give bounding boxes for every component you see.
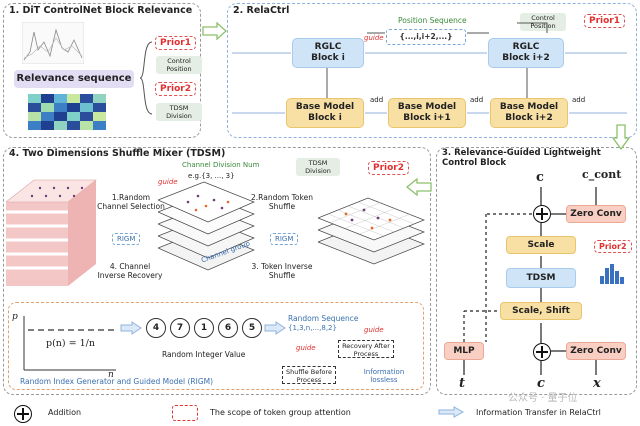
random-sequence-value: {1,3,n,...,8,2}	[288, 324, 337, 332]
rigm-label-1: RIGM	[112, 233, 141, 245]
legend-scope: The scope of token group attention	[210, 408, 351, 417]
panel1-prior2: Prior2	[155, 82, 197, 96]
base-block-i1: Base Model Block i+1	[388, 98, 466, 128]
input-c: c	[537, 376, 545, 391]
rigm-probability-plot	[23, 316, 116, 371]
base-block-i2: Base Model Block i+2	[490, 98, 568, 128]
panel-tdsm	[3, 147, 431, 395]
scale-shift-box: Scale, Shift	[500, 302, 582, 320]
panel4-guide-label: guide	[158, 178, 178, 186]
step4-label: 4. Channel Inverse Recovery	[97, 262, 163, 280]
add-label-1: add	[370, 96, 384, 104]
shuffled-grid	[318, 197, 425, 265]
input-t: t	[459, 376, 466, 391]
relevance-line-plot	[22, 22, 84, 64]
panel1-control-position-tag: Control Position	[156, 56, 202, 74]
rglc-block-i: RGLC Block i	[292, 38, 364, 68]
random-value-1: 4	[146, 318, 166, 338]
rigm-guide-1: guide	[364, 326, 384, 334]
panel3-title: 3. Relevance-Guided Lightweight Control …	[442, 148, 601, 168]
bottom-zero-conv: Zero Conv	[566, 342, 626, 360]
add-label-3: add	[572, 96, 586, 104]
panel4-title: 4. Two Dimensions Shuffle Mixer (TDSM)	[9, 148, 226, 159]
panel3-prior2: Prior2	[594, 240, 632, 253]
arrow-to-tdsm	[405, 178, 432, 196]
legend-transfer-arrow	[438, 406, 464, 418]
feature-cube	[6, 179, 97, 286]
base-block-i: Base Model Block i	[286, 98, 364, 128]
arrow-to-rglc-detail	[612, 124, 630, 150]
panel-rglc-block	[436, 147, 637, 395]
panel2-prior1: Prior1	[584, 14, 626, 28]
formula: p(n) = 1/n	[46, 338, 95, 349]
scale-box: Scale	[506, 236, 576, 254]
panel1-tdsm-division-tag: TDSM Division	[156, 103, 202, 121]
rigm-subpanel	[8, 302, 424, 390]
random-sequence-label: Random Sequence	[288, 314, 359, 323]
panel-relactrl	[227, 3, 637, 138]
step3-label: 3. Token Inverse Shuffle	[251, 262, 313, 280]
top-addition-icon	[533, 205, 551, 223]
rglc-connections	[463, 187, 597, 375]
sequence-value-box: {...,i,i+2,...}	[386, 29, 466, 45]
information-lossless-label: Information lossless	[363, 368, 405, 384]
output-c: c	[536, 170, 544, 185]
random-value-4: 6	[218, 318, 238, 338]
add-label-2: add	[470, 96, 484, 104]
random-value-5: 5	[242, 318, 262, 338]
bottom-addition-icon	[533, 343, 551, 361]
shuffle-before-box: Shuffle Before Process	[282, 366, 336, 384]
legend-addition: Addition	[48, 408, 82, 417]
position-sequence-label: Position Sequence	[398, 16, 467, 25]
legend-scope-swatch	[172, 405, 198, 421]
formula-n-axis: n	[108, 370, 114, 380]
panel2-guide-label: guide	[364, 34, 384, 42]
channel-division-example: e.g.{3, ..., 3}	[188, 172, 235, 180]
panel1-title: 1. DiT ControlNet Block Relevance	[9, 5, 193, 16]
histogram-icon	[600, 264, 624, 284]
panel4-tdsm-division-tag: TDSM Division	[296, 158, 340, 176]
legend-info-transfer: Information Transfer in RelaCtrl	[476, 408, 601, 417]
recovery-after-box: Recovery After Process	[338, 340, 394, 358]
rigm-guide-2: guide	[296, 344, 316, 352]
arrow-to-relactrl	[202, 22, 227, 40]
rglc-block-i2: RGLC Block i+2	[488, 38, 564, 68]
input-x: x	[593, 376, 601, 391]
panel2-control-position-tag: Control Position	[520, 13, 566, 31]
random-value-2: 7	[170, 318, 190, 338]
relevance-heatmap	[28, 94, 106, 130]
formula-p-axis: p	[12, 312, 18, 322]
arrow-to-random-sequence	[264, 321, 286, 335]
panel4-prior2: Prior2	[368, 161, 410, 175]
panel1-prior1: Prior1	[155, 36, 197, 50]
rigm-label-2: RIGM	[270, 233, 299, 245]
panel1-bracket	[139, 41, 153, 115]
output-c-cont: c_cont	[582, 168, 622, 181]
top-zero-conv: Zero Conv	[566, 205, 626, 223]
relevance-sequence-label: Relevance sequence	[14, 70, 134, 88]
legend-addition-icon	[14, 405, 32, 423]
tdsm-box: TDSM	[506, 268, 576, 288]
random-value-3: 1	[194, 318, 214, 338]
rigm-full-title: Random Index Generator and Guided Model …	[20, 377, 214, 386]
step1-label: 1.Random Channel Selection	[97, 193, 165, 211]
watermark: 公众号 · 量子位	[508, 393, 578, 404]
mlp-box: MLP	[444, 342, 484, 360]
random-integer-label: Random Integer Value	[162, 350, 246, 359]
panel2-title: 2. RelaCtrl	[233, 5, 290, 16]
arrow-to-random-values	[120, 321, 142, 335]
step2-label: 2.Random Token Shuffle	[251, 193, 313, 211]
relactrl-connections	[232, 22, 627, 114]
channel-division-label: Channel Division Num	[182, 161, 260, 169]
channel-planes	[158, 181, 255, 271]
